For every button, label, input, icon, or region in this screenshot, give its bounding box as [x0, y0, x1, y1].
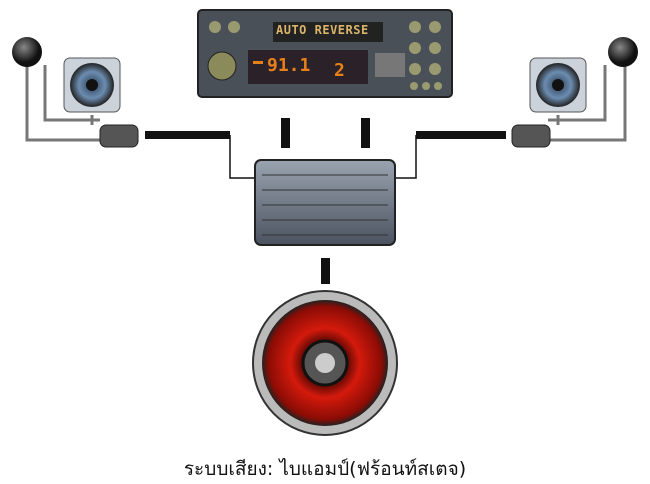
right-speaker-set — [511, 37, 638, 148]
left-tweeter-icon — [12, 37, 42, 67]
frequency-display: 91.1 — [267, 55, 311, 76]
right-crossover-icon — [511, 124, 551, 148]
right-tweeter-icon — [608, 37, 638, 67]
head-unit — [197, 9, 453, 98]
left-speaker-set — [12, 37, 139, 148]
subwoofer — [252, 290, 398, 436]
amplifier — [254, 159, 396, 246]
diagram-caption: ระบบเสียง: ไบแอมป์(ฟร้อนท์สเตจ) — [183, 458, 467, 480]
preset-display: 2 — [334, 60, 345, 81]
wires — [145, 118, 506, 284]
left-crossover-icon — [99, 124, 139, 148]
head-unit-label: AUTO REVERSE — [276, 23, 369, 37]
